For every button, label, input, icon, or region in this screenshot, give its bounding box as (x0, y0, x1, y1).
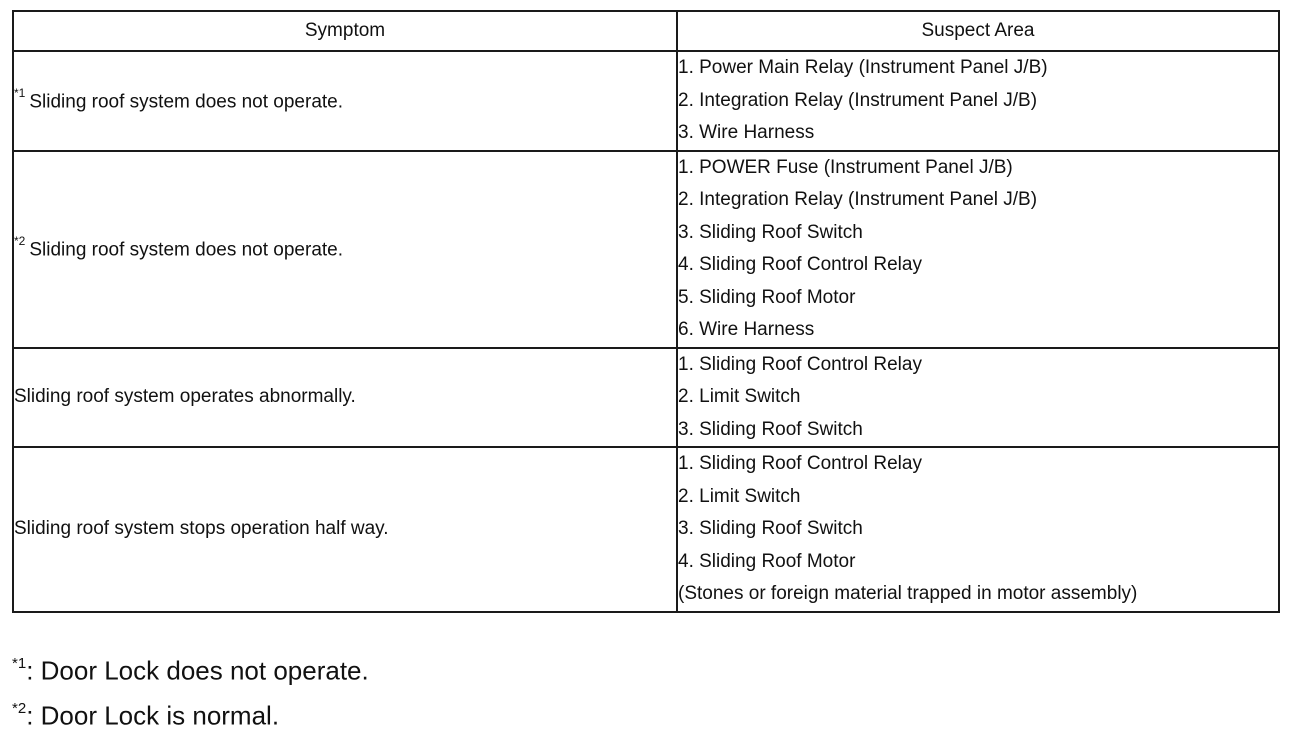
suspect-area-item: 5. Sliding Roof Motor (678, 286, 856, 308)
symptom-text: Sliding roof system does not operate. (29, 239, 344, 261)
table-header-row: Symptom Suspect Area (12, 10, 1280, 52)
suspect-area-item: 2. Integration Relay (Instrument Panel J… (678, 89, 1038, 111)
suspect-area-cell: 1. Power Main Relay (Instrument Panel J/… (676, 50, 1280, 152)
header-suspect-area: Suspect Area (676, 10, 1280, 52)
symptom-text: Sliding roof system stops operation half… (14, 518, 389, 540)
header-symptom: Symptom (12, 10, 678, 52)
suspect-area-item: 3. Sliding Roof Switch (678, 518, 863, 539)
suspect-area-item: 2. Limit Switch (678, 386, 801, 407)
footnote-1: *1: Door Lock does not operate. (12, 646, 369, 691)
symptom-footnote-mark: *1 (14, 85, 26, 100)
suspect-area-item: 2. Limit Switch (678, 485, 801, 507)
suspect-area-item: 6. Wire Harness (678, 319, 815, 340)
footnote-2: *2: Door Lock is normal. (12, 691, 369, 735)
footnote-mark: *2 (12, 699, 27, 717)
suspect-area-cell: 1. Sliding Roof Control Relay 2. Limit Sw… (676, 346, 1280, 448)
suspect-area-item: 1. Power Main Relay (Instrument Panel J/… (678, 57, 1048, 78)
suspect-area-item: 3. Sliding Roof Switch (678, 221, 863, 243)
table-row: Sliding roof system operates abnormally.… (12, 346, 1280, 448)
symptom-cell: Sliding roof system operates abnormally. (12, 346, 678, 448)
symptom-text: Sliding roof system operates abnormally. (14, 386, 356, 408)
suspect-area-item: 3. Wire Harness (678, 122, 815, 143)
footnotes: *1: Door Lock does not operate. *2: Door… (12, 646, 369, 735)
suspect-area-item: 3. Sliding Roof Switch (678, 418, 863, 440)
suspect-area-item: 1. POWER Fuse (Instrument Panel J/B) (678, 156, 1013, 178)
symptom-cell: Sliding roof system stops operation half… (12, 446, 678, 613)
suspect-area-cell: 1. Sliding Roof Control Relay 2. Limit Sw… (676, 446, 1280, 613)
suspect-area-item: 1. Sliding Roof Control Relay (678, 453, 922, 474)
table-row: Sliding roof system stops operation half… (12, 446, 1280, 613)
suspect-area-item: 2. Integration Relay (Instrument Panel J… (678, 189, 1038, 210)
suspect-area-item: 1. Sliding Roof Control Relay (678, 353, 922, 375)
footnote-text: : Door Lock does not operate. (26, 655, 369, 686)
symptom-text: Sliding roof system does not operate. (29, 90, 344, 112)
footnote-mark: *1 (12, 655, 27, 672)
suspect-area-item: 4. Sliding Roof Control Relay (678, 254, 922, 275)
suspect-area-item: 4. Sliding Roof Motor (678, 550, 856, 572)
symptom-footnote-mark: *2 (14, 233, 26, 248)
suspect-area-cell: 1. POWER Fuse (Instrument Panel J/B) 2. I… (676, 149, 1280, 349)
footnote-text: : Door Lock is normal. (26, 700, 280, 731)
suspect-area-item: (Stones or foreign material trapped in m… (678, 583, 1138, 604)
